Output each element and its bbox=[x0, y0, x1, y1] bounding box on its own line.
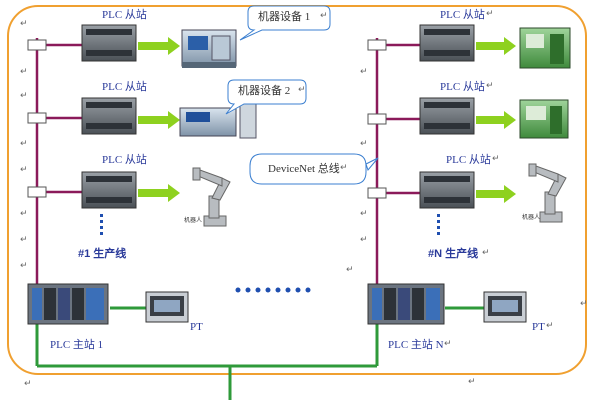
return-mark: ↵ bbox=[546, 321, 554, 331]
machine-1-icon bbox=[181, 29, 237, 68]
pt-label: PT bbox=[190, 321, 203, 333]
plc-slave-label: PLC 从站 bbox=[102, 81, 147, 93]
return-mark: ↵ bbox=[360, 67, 368, 77]
return-mark: ↵ bbox=[340, 163, 348, 173]
left-bus-taps bbox=[27, 39, 47, 198]
return-mark: ↵ bbox=[486, 9, 494, 19]
plc-master-n-icon bbox=[367, 283, 445, 325]
robot-label: 机器人 bbox=[522, 214, 541, 221]
green-machine-1-icon bbox=[519, 27, 571, 69]
plc-slave-left-1 bbox=[81, 24, 137, 62]
return-mark: ↵ bbox=[444, 339, 452, 349]
return-mark: ↵ bbox=[20, 139, 28, 149]
callout-devicenet bbox=[249, 153, 367, 185]
ethernet-network bbox=[35, 306, 484, 400]
return-mark: ↵ bbox=[360, 235, 368, 245]
arrow-right-icon bbox=[476, 111, 516, 129]
return-mark: ↵ bbox=[580, 299, 588, 309]
plc-slave-label: PLC 从站 bbox=[440, 81, 485, 93]
machine-1-label: 机器设备 1 bbox=[258, 11, 311, 23]
machine-2-icon bbox=[179, 99, 257, 139]
return-mark: ↵ bbox=[20, 235, 28, 245]
arrow-right-icon bbox=[476, 37, 516, 55]
return-mark: ↵ bbox=[24, 379, 32, 389]
production-line-1-label: #1 生产线 bbox=[78, 248, 127, 260]
callouts bbox=[225, 5, 379, 185]
return-mark: ↵ bbox=[20, 209, 28, 219]
arrow-right-icon bbox=[138, 111, 180, 129]
return-mark: ↵ bbox=[360, 209, 368, 219]
plc-slave-label: PLC 从站 bbox=[446, 154, 491, 166]
return-mark: ↵ bbox=[492, 154, 500, 164]
plc-slave-right-3 bbox=[419, 171, 475, 209]
devicenet-bus-label: DeviceNet 总线 bbox=[268, 163, 340, 175]
right-devicenet-bus bbox=[375, 38, 420, 292]
plc-slave-label: PLC 从站 bbox=[102, 9, 147, 21]
plc-master-1-icon bbox=[27, 283, 109, 325]
plc-slave-right-2 bbox=[419, 97, 475, 135]
production-line-n-label: #N 生产线 bbox=[428, 248, 479, 260]
return-mark: ↵ bbox=[20, 67, 28, 77]
return-mark: ↵ bbox=[20, 19, 28, 29]
pt-terminal-1-icon bbox=[145, 291, 189, 323]
arrow-right-icon bbox=[476, 185, 516, 203]
return-mark: ↵ bbox=[20, 91, 28, 101]
callout-machine-1 bbox=[239, 5, 331, 41]
plc-slave-left-2 bbox=[81, 97, 137, 135]
pt-label: PT bbox=[532, 321, 545, 333]
robot-arm-icon bbox=[528, 163, 567, 223]
machine-2-label: 机器设备 2 bbox=[238, 85, 291, 97]
arrow-right-icon bbox=[138, 37, 180, 55]
return-mark: ↵ bbox=[360, 139, 368, 149]
return-mark: ↵ bbox=[298, 85, 306, 95]
pt-terminal-n-icon bbox=[483, 291, 527, 323]
robot-arm-icon bbox=[192, 167, 231, 227]
return-mark: ↵ bbox=[346, 265, 354, 275]
more-lines-dots bbox=[235, 287, 311, 293]
plc-master-1-label: PLC 主站 1 bbox=[50, 339, 104, 351]
arrow-right-icon bbox=[138, 184, 180, 202]
right-bus-taps bbox=[367, 39, 387, 199]
return-mark: ↵ bbox=[468, 377, 476, 387]
return-mark: ↵ bbox=[486, 81, 494, 91]
return-mark: ↵ bbox=[482, 248, 490, 258]
return-mark: ↵ bbox=[320, 11, 328, 21]
robot-label: 机器人 bbox=[184, 217, 203, 224]
plc-slave-right-1 bbox=[419, 24, 475, 62]
more-slaves-dots bbox=[100, 214, 440, 235]
left-devicenet-bus bbox=[35, 38, 82, 292]
callout-machine-2 bbox=[225, 79, 307, 115]
control-arrows bbox=[138, 37, 516, 203]
plc-slave-label: PLC 从站 bbox=[102, 154, 147, 166]
plc-slave-label: PLC 从站 bbox=[440, 9, 485, 21]
plc-master-n-label: PLC 主站 N bbox=[388, 339, 444, 351]
return-mark: ↵ bbox=[20, 165, 28, 175]
return-mark: ↵ bbox=[20, 261, 28, 271]
plc-slave-left-3 bbox=[81, 171, 137, 209]
green-machine-2-icon bbox=[519, 99, 569, 139]
